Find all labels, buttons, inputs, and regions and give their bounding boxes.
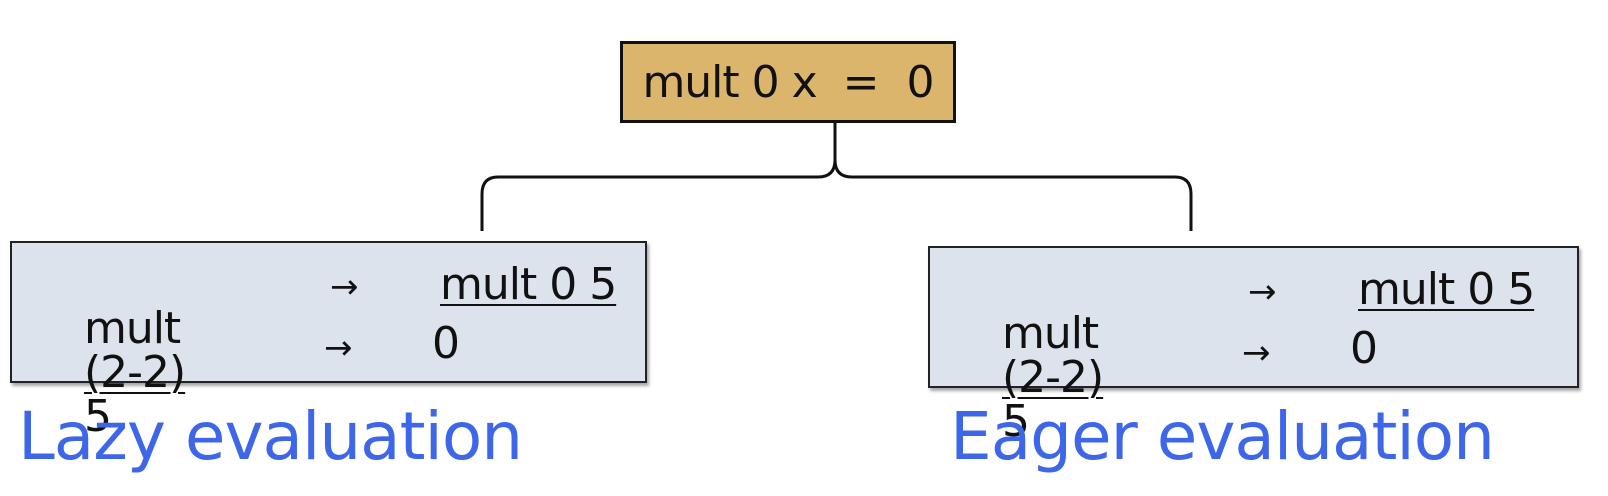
lazy-caption: Lazy evaluation: [18, 398, 523, 475]
lazy-expr-tail: 5: [83, 391, 112, 442]
lazy-arrow-1: →: [330, 267, 358, 307]
eager-expr-arg: (2-2): [1001, 352, 1104, 403]
lazy-expression: mult (2-2) 5: [32, 263, 186, 483]
eager-arrow-1: →: [1248, 272, 1276, 312]
lazy-arrow-2: →: [324, 328, 352, 368]
lazy-step-2: 0: [432, 318, 460, 369]
definition-box: mult 0 x = 0: [620, 41, 956, 123]
definition-equals: =: [842, 56, 880, 108]
eager-evaluation-box: mult (2-2) 5 → mult 0 5 → 0: [928, 246, 1579, 444]
eager-step-2: 0: [1350, 323, 1378, 374]
eager-caption: Eager evaluation: [950, 398, 1495, 475]
lazy-evaluation-box: mult (2-2) 5 → mult 0 5 → 0: [10, 241, 647, 439]
eager-expression: mult (2-2) 5: [950, 268, 1104, 488]
definition-lhs: mult 0 x: [642, 56, 817, 108]
eager-arrow-2: →: [1242, 333, 1270, 373]
definition-rhs: 0: [906, 56, 935, 108]
eager-step-1: mult 0 5: [1358, 264, 1535, 315]
lazy-step-1: mult 0 5: [440, 259, 617, 310]
lazy-expr-head: mult: [83, 303, 181, 354]
lazy-expr-arg: (2-2): [83, 347, 186, 398]
eager-expr-tail: 5: [1001, 396, 1030, 447]
eager-expr-head: mult: [1001, 308, 1099, 359]
